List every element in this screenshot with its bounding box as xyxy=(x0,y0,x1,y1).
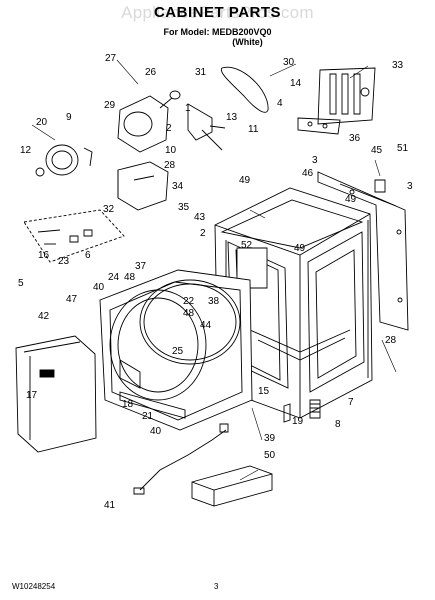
callout-42: 42 xyxy=(38,311,50,322)
model-subtitle: For Model: MEDB200VQ0 (White) xyxy=(0,27,435,47)
callout-49: 49 xyxy=(239,175,251,186)
leveling-foot xyxy=(310,400,320,418)
console-assembly xyxy=(298,68,375,134)
callout-40: 40 xyxy=(93,282,105,293)
callout-5: 5 xyxy=(18,278,24,289)
callout-2b: 2 xyxy=(200,228,206,239)
page-title: CABINET PARTS xyxy=(153,4,282,21)
callout-34: 34 xyxy=(172,181,184,192)
callout-47: 47 xyxy=(66,294,78,305)
callout-4: 4 xyxy=(277,98,283,109)
callout-13: 13 xyxy=(226,112,238,123)
callout-16: 16 xyxy=(38,250,50,261)
callout-30: 30 xyxy=(283,57,295,68)
callout-1: 1 xyxy=(185,103,191,114)
callout-37: 37 xyxy=(135,261,147,272)
model-line: For Model: MEDB200VQ0 xyxy=(163,27,272,37)
callout-32: 32 xyxy=(103,204,115,215)
callout-33: 33 xyxy=(392,60,404,71)
front-seal xyxy=(140,280,240,364)
callout-52: 52 xyxy=(241,240,253,251)
cabinet-body xyxy=(215,188,372,418)
callout-28b: 28 xyxy=(385,335,397,346)
callout-41: 41 xyxy=(104,500,116,511)
callout-3b: 3 xyxy=(407,181,413,192)
callout-51: 51 xyxy=(397,143,409,154)
callout-48b: 48 xyxy=(183,308,195,319)
color-line: (White) xyxy=(232,37,263,47)
document-number: W10248254 xyxy=(12,582,56,591)
callout-18: 18 xyxy=(122,399,134,410)
callout-50: 50 xyxy=(264,450,276,461)
callout-45: 45 xyxy=(371,145,383,156)
callout-29: 29 xyxy=(104,100,116,111)
drive-belt xyxy=(221,67,268,112)
front-panel xyxy=(100,270,252,430)
power-cord xyxy=(134,424,228,494)
callout-22: 22 xyxy=(183,296,195,307)
callout-15: 15 xyxy=(258,386,270,397)
idler-wheel xyxy=(36,145,92,176)
watermark: AppliancePartsPros.com xyxy=(121,3,314,22)
callout-10: 10 xyxy=(165,145,177,156)
foot-leg xyxy=(284,404,290,422)
callout-2: 2 xyxy=(166,123,172,134)
callout-38: 38 xyxy=(208,296,220,307)
callout-12: 12 xyxy=(20,145,32,156)
callout-26: 26 xyxy=(145,67,157,78)
callout-14: 14 xyxy=(290,78,302,89)
callout-23: 23 xyxy=(58,256,70,267)
page-number: 3 xyxy=(214,582,219,591)
callout-11: 11 xyxy=(248,124,259,135)
callout-28: 28 xyxy=(164,160,176,171)
callout-9: 9 xyxy=(66,112,72,123)
leader-lines xyxy=(32,60,396,480)
callout-8: 8 xyxy=(335,419,341,430)
door xyxy=(16,336,96,452)
callout-21: 21 xyxy=(142,411,154,422)
callout-27: 27 xyxy=(105,53,117,64)
callout-49c: 49 xyxy=(294,243,306,254)
callout-43: 43 xyxy=(194,212,206,223)
wiring-kit xyxy=(24,210,124,262)
callout-24: 24 xyxy=(108,272,120,283)
blower-housing xyxy=(118,162,168,210)
rear-panel xyxy=(318,172,408,330)
callout-20: 20 xyxy=(36,117,48,128)
callout-3: 3 xyxy=(312,155,318,166)
toe-panel xyxy=(192,466,272,506)
callout-48: 48 xyxy=(124,272,136,283)
callout-7: 7 xyxy=(348,397,354,408)
callout-17: 17 xyxy=(26,390,38,401)
callout-36: 36 xyxy=(349,133,361,144)
callout-39: 39 xyxy=(264,433,276,444)
callout-19: 19 xyxy=(292,416,304,427)
callout-35: 35 xyxy=(178,202,190,213)
callout-44: 44 xyxy=(200,320,212,331)
callout-40b: 40 xyxy=(150,426,162,437)
callout-25: 25 xyxy=(172,346,184,357)
callout-49b: 49 xyxy=(345,194,357,205)
motor-assembly xyxy=(118,91,225,152)
callout-46: 46 xyxy=(302,168,314,179)
callout-6: 6 xyxy=(85,250,91,261)
callout-31: 31 xyxy=(195,67,207,78)
